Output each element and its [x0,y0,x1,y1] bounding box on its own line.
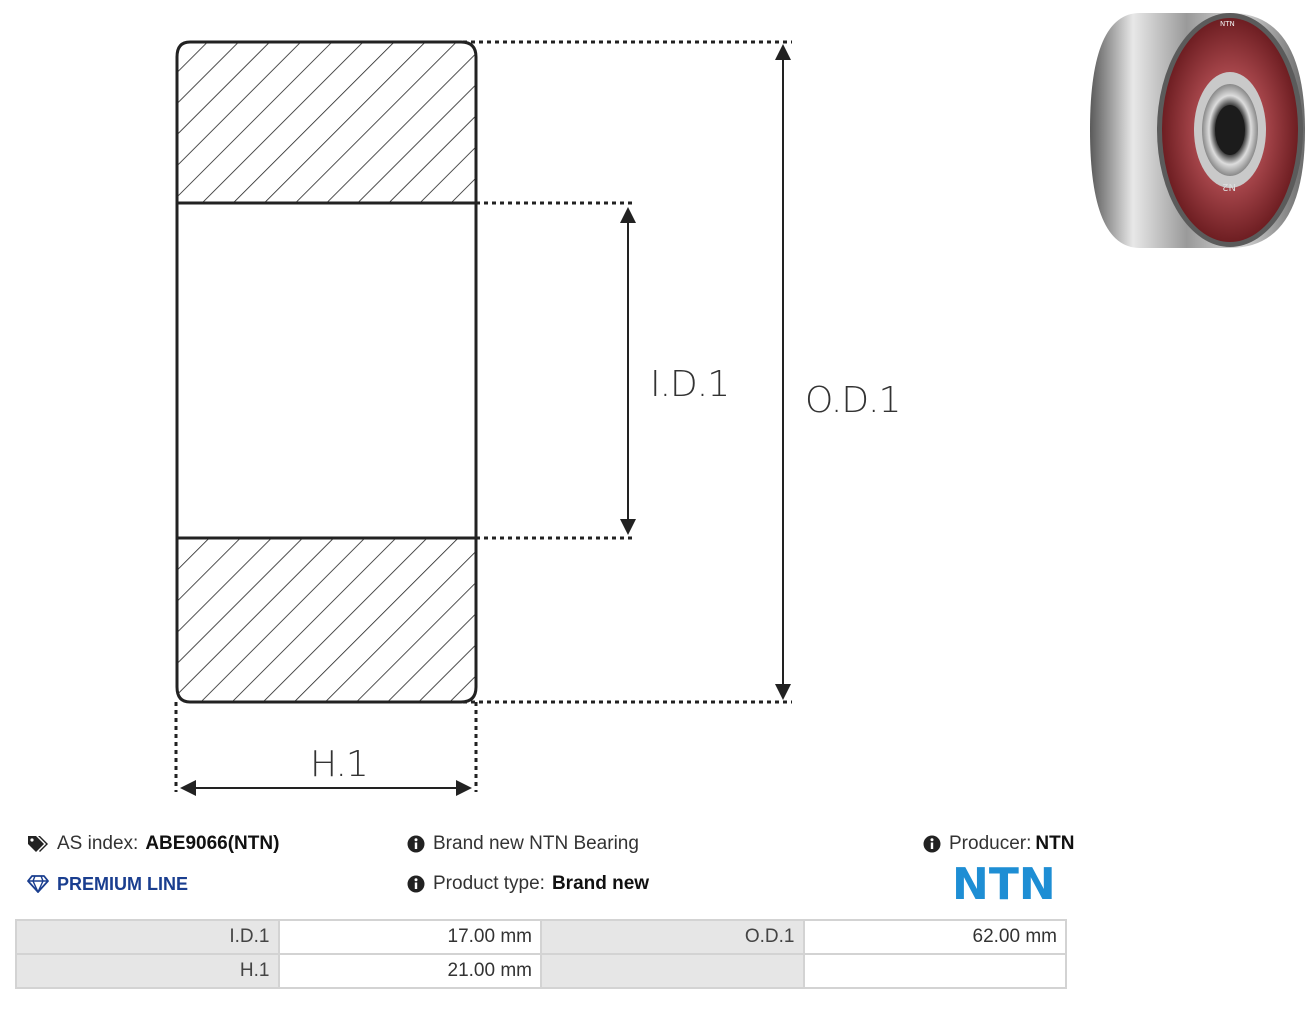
info-icon [407,835,425,853]
spec-label: I.D.1 [15,919,280,955]
as-index-value: ABE9066(NTN) [145,833,280,854]
bearing-dimension-drawing [174,40,792,796]
premium-line-label: PREMIUM LINE [57,873,189,894]
spec-label: O.D.1 [540,919,805,955]
bearing-outline [175,40,478,704]
product-type-row: Product type: Brand new [407,871,649,897]
product-description: Brand new NTN Bearing [433,833,639,854]
spec-label: H.1 [15,953,280,989]
outer-ring-bottom-section [177,538,476,702]
as-index-row: AS index: ABE9066(NTN) [27,831,279,857]
description-row: Brand new NTN Bearing [407,831,639,857]
outer-ring-top-section [177,42,476,203]
table-row: H.1 21.00 mm [15,953,1067,989]
extension-lines [174,40,792,792]
table-row: I.D.1 17.00 mm O.D.1 62.00 mm [15,919,1067,955]
specs-table: I.D.1 17.00 mm O.D.1 62.00 mm H.1 21.00 … [15,919,1067,989]
bearing-seal-brand: NTN [1220,20,1235,28]
premium-line-badge: PREMIUM LINE [27,871,188,897]
h-dimension-label: H.1 [310,744,369,785]
ntn-logo: NTN [952,859,1056,910]
h-dimension-arrow [180,780,472,796]
product-type-value: Brand new [551,873,650,894]
spec-value-empty [802,953,1067,989]
info-icon [923,835,941,853]
product-type-label: Product type: [433,873,545,894]
producer-value: NTN [1035,833,1075,854]
producer-row: Producer: NTN [923,831,1074,857]
id-dimension-label: I.D.1 [650,364,730,405]
id-dimension-arrow [620,207,636,535]
as-index-label: AS index: [57,833,139,854]
spec-value: 17.00 mm [277,919,542,955]
bearing-seal-code: N2 [1222,181,1236,192]
diamond-icon [27,875,49,893]
bearing-photo: NTN N2 [1090,13,1305,248]
producer-label: Producer: [949,833,1032,854]
spec-label-empty [540,953,805,989]
spec-value: 21.00 mm [277,953,542,989]
tags-icon [28,836,48,852]
info-icon [407,875,425,893]
od-dimension-label: O.D.1 [805,380,901,421]
spec-value: 62.00 mm [802,919,1067,955]
od-dimension-arrow [775,44,791,700]
